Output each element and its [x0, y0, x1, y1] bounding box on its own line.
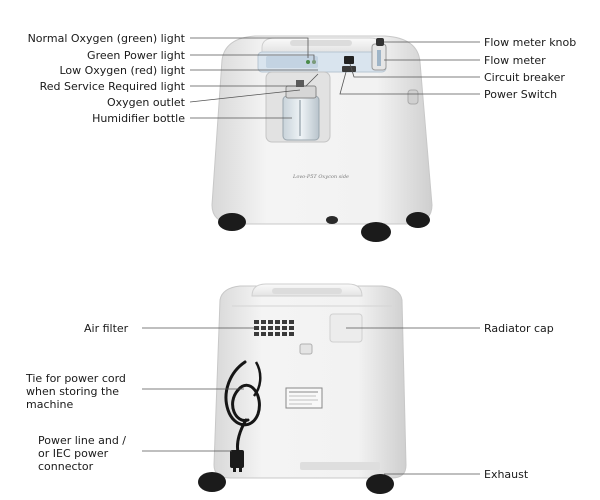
bottle-cap	[285, 85, 317, 99]
label-air-filter: Air filter	[84, 322, 129, 335]
grille-slot	[289, 326, 294, 330]
label-flow-meter-knob: Flow meter knob	[484, 36, 577, 49]
label-humidifier-bottle: Humidifier bottle	[92, 112, 185, 125]
oxygen-outlet	[296, 80, 304, 87]
panel-display	[266, 56, 318, 68]
leader-normal-oxygen	[190, 37, 309, 58]
grille-slot	[282, 332, 287, 336]
power-plug	[230, 450, 244, 468]
grille-slot	[275, 320, 280, 324]
label-circuit-breaker: Circuit breaker	[484, 71, 565, 84]
front-wheel-left	[218, 213, 246, 231]
grille-slot	[261, 320, 266, 324]
label-flow-meter: Flow meter	[484, 54, 546, 67]
air-filter-grille	[254, 320, 294, 336]
label-exhaust: Exhaust	[484, 468, 529, 481]
leader-red-service	[190, 73, 319, 87]
label-red-service-light: Red Service Required light	[39, 80, 185, 93]
tie-line-2: when storing the	[26, 385, 120, 398]
power-cord	[224, 360, 261, 454]
label-power-line: Power line and / or IEC power connector	[38, 434, 178, 473]
flow-meter-tube	[377, 50, 381, 66]
exhaust-vent	[300, 462, 380, 470]
cord-hook	[299, 343, 313, 355]
leader-green-power	[190, 54, 315, 60]
rear-wheel-left	[326, 216, 338, 224]
tie-line-3: machine	[26, 398, 74, 411]
front-wheel-right	[361, 222, 391, 242]
circuit-breaker	[344, 56, 354, 64]
leader-circuit-breaker	[349, 63, 480, 78]
back-wheel-left	[198, 472, 226, 492]
leader-oxygen-outlet	[189, 89, 301, 103]
grille-slot	[289, 332, 294, 336]
rear-wheel-right	[406, 212, 430, 228]
grille-slot	[268, 332, 273, 336]
grille-slot	[254, 332, 259, 336]
grille-slot	[254, 326, 259, 330]
power-switch	[342, 66, 356, 72]
side-vent	[407, 89, 419, 105]
grille-slot	[268, 326, 273, 330]
label-normal-oxygen-light: Normal Oxygen (green) light	[27, 32, 185, 45]
label-power-switch: Power Switch	[484, 88, 558, 101]
spec-label	[285, 387, 323, 409]
back-body	[213, 285, 407, 479]
grille-slot	[261, 332, 266, 336]
body-brand-text: Lovo-P5T Oxycon side	[292, 174, 349, 180]
label-green-power-light: Green Power light	[87, 49, 185, 62]
handle-grip	[290, 40, 352, 46]
back-machine	[198, 283, 407, 494]
leader-lines	[142, 37, 480, 475]
tie-line-1: Tie for power cord	[26, 372, 126, 385]
power-line-2: or IEC power	[38, 447, 109, 460]
label-radiator-cap: Radiator cap	[484, 322, 554, 335]
power-line-1: Power line and /	[38, 434, 126, 447]
grille-slot	[282, 320, 287, 324]
back-wheel-right	[366, 474, 394, 494]
indicator-light-1	[306, 60, 310, 64]
grille-slot	[275, 326, 280, 330]
grille-slot	[275, 332, 280, 336]
label-low-oxygen-light: Low Oxygen (red) light	[59, 64, 185, 77]
grille-slot	[268, 320, 273, 324]
leader-power-switch	[339, 71, 480, 95]
indicator-light-2	[312, 60, 316, 64]
grille-slot	[254, 320, 259, 324]
power-line-3: connector	[38, 460, 94, 473]
grille-slot	[282, 326, 287, 330]
grille-slot	[289, 320, 294, 324]
label-oxygen-outlet: Oxygen outlet	[106, 96, 185, 109]
back-handle-grip	[272, 288, 342, 294]
flow-meter-knob	[376, 38, 384, 46]
label-tie-power-cord: Tie for power cord when storing the mach…	[26, 372, 176, 411]
grille-slot	[261, 326, 266, 330]
front-machine: Lovo-P5T Oxycon side	[211, 35, 433, 242]
